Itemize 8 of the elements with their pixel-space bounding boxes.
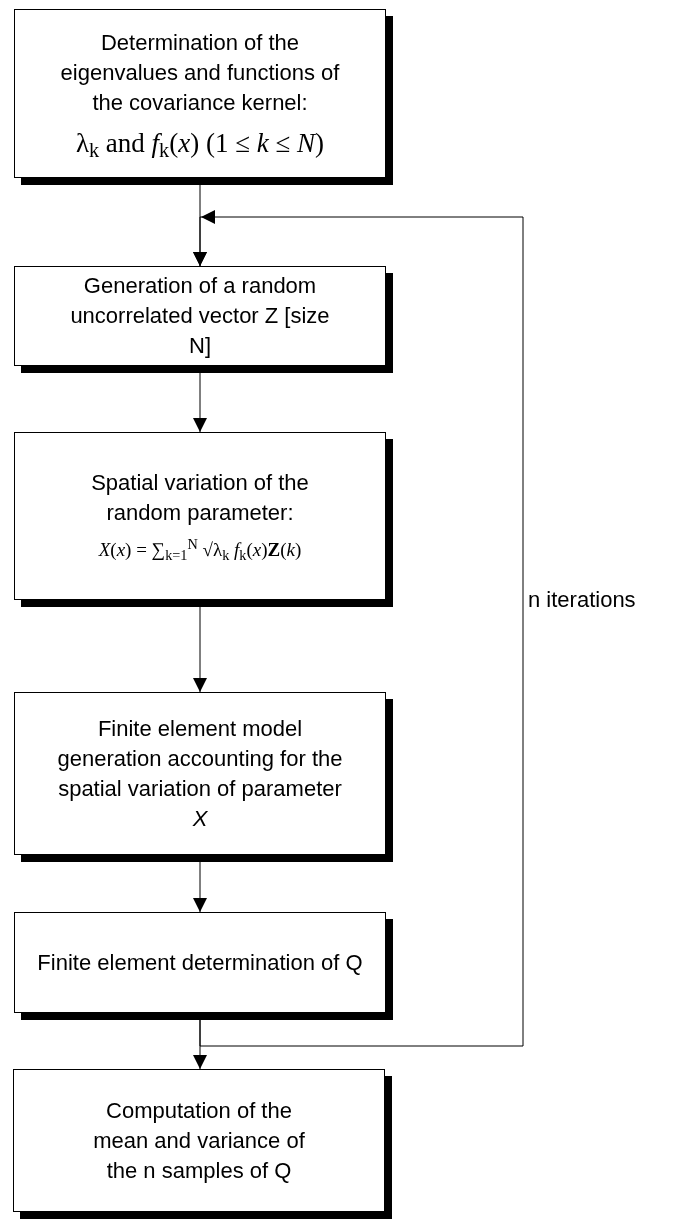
formula: λ$_{k}$ and f$_{k}$(x) (1 ≤ k ≤ N) <box>75 126 325 160</box>
formula: X(x) = ∑$_{k=1}$$^{N}$ √λ$_{k}$ f$_{k}$(x)Z(k) <box>98 536 302 564</box>
box-text: Computation of the mean and variance of the n samples of Q <box>92 1096 306 1185</box>
box-text: Finite element determination of Q <box>37 948 363 977</box>
box-text: Determination of the eigenvalues and functions of the covariance kernel: <box>59 28 341 117</box>
box-text: Spatial variation of the random parameter: <box>90 469 310 527</box>
box-text: Generation of a random uncorrelated vector Z [size N] <box>70 272 330 360</box>
box-text: Finite element model generation accounting for the spatial variation of parameter X <box>57 714 343 833</box>
